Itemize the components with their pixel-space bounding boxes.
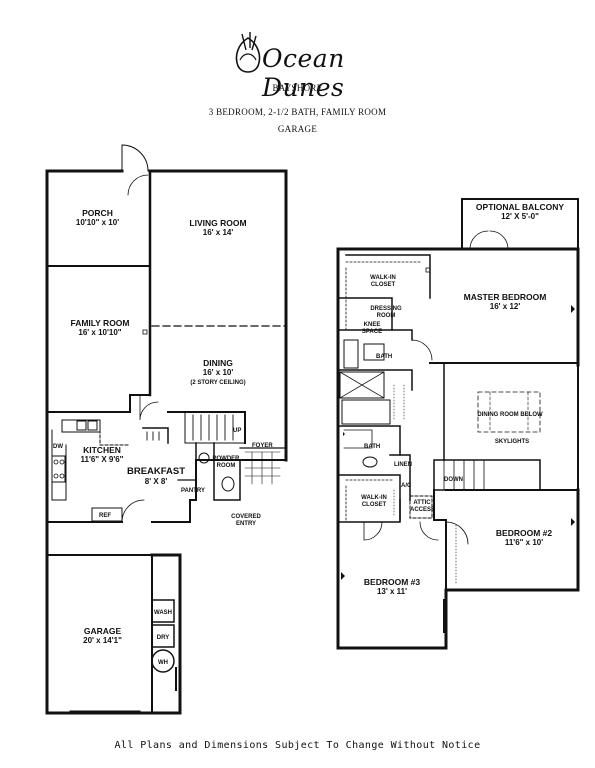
living-room-name: LIVING ROOM	[189, 218, 247, 228]
refrigerator-label: REF	[99, 513, 111, 519]
breakfast-label: BREAKFAST 8' X 8'	[122, 467, 190, 487]
skylights-label: SKYLIGHTS	[494, 439, 530, 445]
model-subtitle: GARAGE	[277, 124, 318, 134]
covered-entry-label: COVERED ENTRY	[231, 514, 261, 527]
garage-name: GARAGE	[83, 626, 122, 636]
dishwasher-label: DW	[53, 444, 63, 450]
kitchen-name: KITCHEN	[83, 445, 121, 455]
balcony-outline	[461, 198, 579, 250]
dining-note: (2 STORY CEILING)	[190, 380, 246, 386]
garage-label: GARAGE 20' x 14'1"	[60, 626, 145, 646]
family-room-name: FAMILY ROOM	[70, 318, 130, 328]
pantry-label: PANTRY	[181, 488, 205, 494]
stair-up-label: UP	[233, 428, 242, 434]
foyer-label: FOYER	[252, 443, 273, 449]
brand-name: Ocean Dunes	[262, 44, 345, 102]
balcony-dim: 12' X 5'-0"	[501, 212, 539, 221]
attic-access-label: ATTIC ACCESS	[410, 500, 436, 513]
shell-logo-icon	[235, 32, 261, 73]
dining-dim: 16' x 10'	[202, 368, 234, 377]
bedroom-3-label: BEDROOM #3 13' x 11'	[352, 577, 432, 597]
linen-label: LINEN	[394, 462, 412, 468]
stair-down-label: DOWN	[444, 477, 463, 483]
brand-logo: Ocean Dunes	[228, 30, 418, 102]
bedroom-2-dim: 11'6" x 10'	[504, 538, 544, 547]
water-heater-label: WH	[158, 660, 168, 666]
dining-room-below-label: DINING ROOM BELOW	[477, 412, 543, 418]
dressing-room-label: DRESSING ROOM	[370, 306, 402, 319]
living-room-label: LIVING ROOM 16' x 14'	[168, 218, 268, 238]
powder-room-label: POWDER ROOM	[212, 456, 240, 469]
garage-dim: 20' x 14'1"	[83, 636, 122, 645]
bath-1-label: BATH	[376, 354, 393, 360]
kitchen-label: KITCHEN 11'6" X 9'6"	[72, 445, 132, 465]
dining-name: DINING	[203, 358, 233, 368]
bedroom-3-dim: 13' x 11'	[376, 587, 408, 596]
model-description: 3 BEDROOM, 2-1/2 BATH, FAMILY ROOM	[208, 107, 387, 117]
porch-name: PORCH	[82, 208, 113, 218]
model-name: BAYSHORE	[272, 83, 323, 93]
master-bedroom-label: MASTER BEDROOM 16' x 12'	[455, 292, 555, 312]
disclaimer-footer: All Plans and Dimensions Subject To Chan…	[114, 740, 481, 751]
breakfast-dim: 8' X 8'	[144, 477, 168, 486]
bath-2-label: BATH	[364, 444, 381, 450]
kitchen-dim: 11'6" X 9'6"	[80, 455, 124, 464]
walk-in-closet-2-label: WALK-IN CLOSET	[361, 495, 387, 508]
living-room-dim: 16' x 14'	[202, 228, 234, 237]
porch-label: PORCH 10'10" x 10'	[60, 208, 135, 228]
washer-label: WASH	[154, 610, 172, 616]
porch-dim: 10'10" x 10'	[75, 218, 120, 227]
master-bedroom-dim: 16' x 12'	[489, 302, 521, 311]
master-bedroom-name: MASTER BEDROOM	[463, 292, 547, 302]
bedroom-2-label: BEDROOM #2 11'6" x 10'	[484, 528, 564, 548]
walk-in-closet-1-label: WALK-IN CLOSET	[370, 275, 396, 288]
ac-label: A/C	[401, 483, 412, 489]
first-floor-outer-wall	[45, 169, 288, 462]
balcony-name: OPTIONAL BALCONY	[475, 202, 565, 212]
breakfast-name: BREAKFAST	[126, 466, 186, 477]
knee-space-label: KNEE SPACE	[361, 322, 383, 335]
balcony-label: OPTIONAL BALCONY 12' X 5'-0"	[462, 202, 578, 222]
bedroom-2-name: BEDROOM #2	[495, 528, 553, 538]
family-room-dim: 16' x 10'10"	[78, 328, 122, 337]
family-room-label: FAMILY ROOM 16' x 10'10"	[55, 318, 145, 338]
dining-label: DINING 16' x 10' (2 STORY CEILING)	[168, 358, 268, 388]
bedroom-3-name: BEDROOM #3	[363, 577, 421, 587]
dryer-label: DRY	[156, 635, 170, 641]
